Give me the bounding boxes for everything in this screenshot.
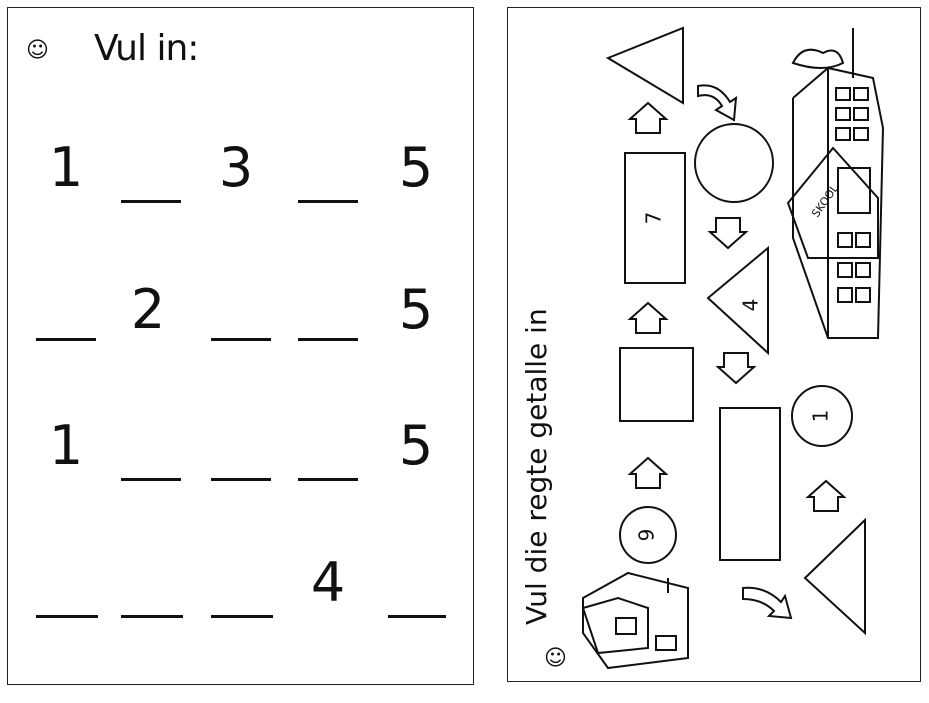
circle-label: 1 <box>809 410 833 423</box>
answer-blank[interactable] <box>298 200 358 203</box>
sequence-row-3: 1 5 <box>8 416 473 496</box>
number-cell: 1 <box>48 136 84 199</box>
answer-blank[interactable] <box>36 615 98 618</box>
rectangle-shape <box>624 152 686 284</box>
worksheet-instruction: Vul die regte getalle in <box>520 308 553 625</box>
arrow-up-icon <box>627 101 669 134</box>
sequence-row-4: 4 <box>8 553 473 633</box>
square-shape <box>619 347 694 422</box>
school-sign: SKOOL <box>809 181 841 220</box>
answer-blank[interactable] <box>121 478 181 481</box>
smiley-icon: ☺ <box>26 38 49 63</box>
answer-blank[interactable] <box>388 615 446 618</box>
answer-blank[interactable] <box>121 200 181 203</box>
shape-path-drawing: 7 4 1 9 SKOOL <box>581 26 885 670</box>
number-cell: 5 <box>398 278 434 341</box>
number-cell: 3 <box>218 136 254 199</box>
sequence-row-1: 1 3 5 <box>8 138 473 218</box>
triangle-shape <box>803 517 866 636</box>
circle-label: 9 <box>635 529 659 542</box>
answer-blank[interactable] <box>36 338 96 341</box>
arrow-up-icon <box>627 301 669 334</box>
number-cell: 5 <box>398 136 434 199</box>
curved-arrow-icon <box>742 586 793 620</box>
house-illustration <box>581 571 689 670</box>
number-cell: 2 <box>130 278 166 341</box>
circle-shape <box>694 123 774 203</box>
triangle-shape <box>706 245 769 356</box>
circle-shape <box>619 506 677 564</box>
answer-blank[interactable] <box>121 615 183 618</box>
answer-blank[interactable] <box>298 478 358 481</box>
answer-blank[interactable] <box>211 338 271 341</box>
smiley-icon: ☺ <box>544 646 567 671</box>
shape-path-worksheet: 7 4 1 9 SKOOL Vul die regte getalle in ☺ <box>507 7 921 682</box>
arrow-down-icon <box>707 217 749 250</box>
school-building-illustration <box>786 28 885 339</box>
number-sequence-worksheet: ☺ Vul in: 1 3 5 2 5 1 5 4 <box>7 7 474 685</box>
number-cell: 1 <box>48 414 84 477</box>
arrow-up-icon <box>805 479 847 512</box>
worksheet-title: Vul in: <box>94 28 199 69</box>
arrow-up-icon <box>627 456 669 489</box>
answer-blank[interactable] <box>211 615 273 618</box>
number-cell: 4 <box>310 551 346 614</box>
circle-shape <box>791 385 853 447</box>
answer-blank[interactable] <box>298 338 358 341</box>
triangle-shape <box>605 26 684 105</box>
rectangle-label: 7 <box>642 212 666 225</box>
rectangle-shape <box>719 407 781 561</box>
curved-arrow-icon <box>697 84 738 122</box>
arrow-down-icon <box>715 352 757 385</box>
number-cell: 5 <box>398 414 434 477</box>
answer-blank[interactable] <box>211 478 271 481</box>
triangle-label: 4 <box>739 299 763 312</box>
sequence-row-2: 2 5 <box>8 280 473 360</box>
